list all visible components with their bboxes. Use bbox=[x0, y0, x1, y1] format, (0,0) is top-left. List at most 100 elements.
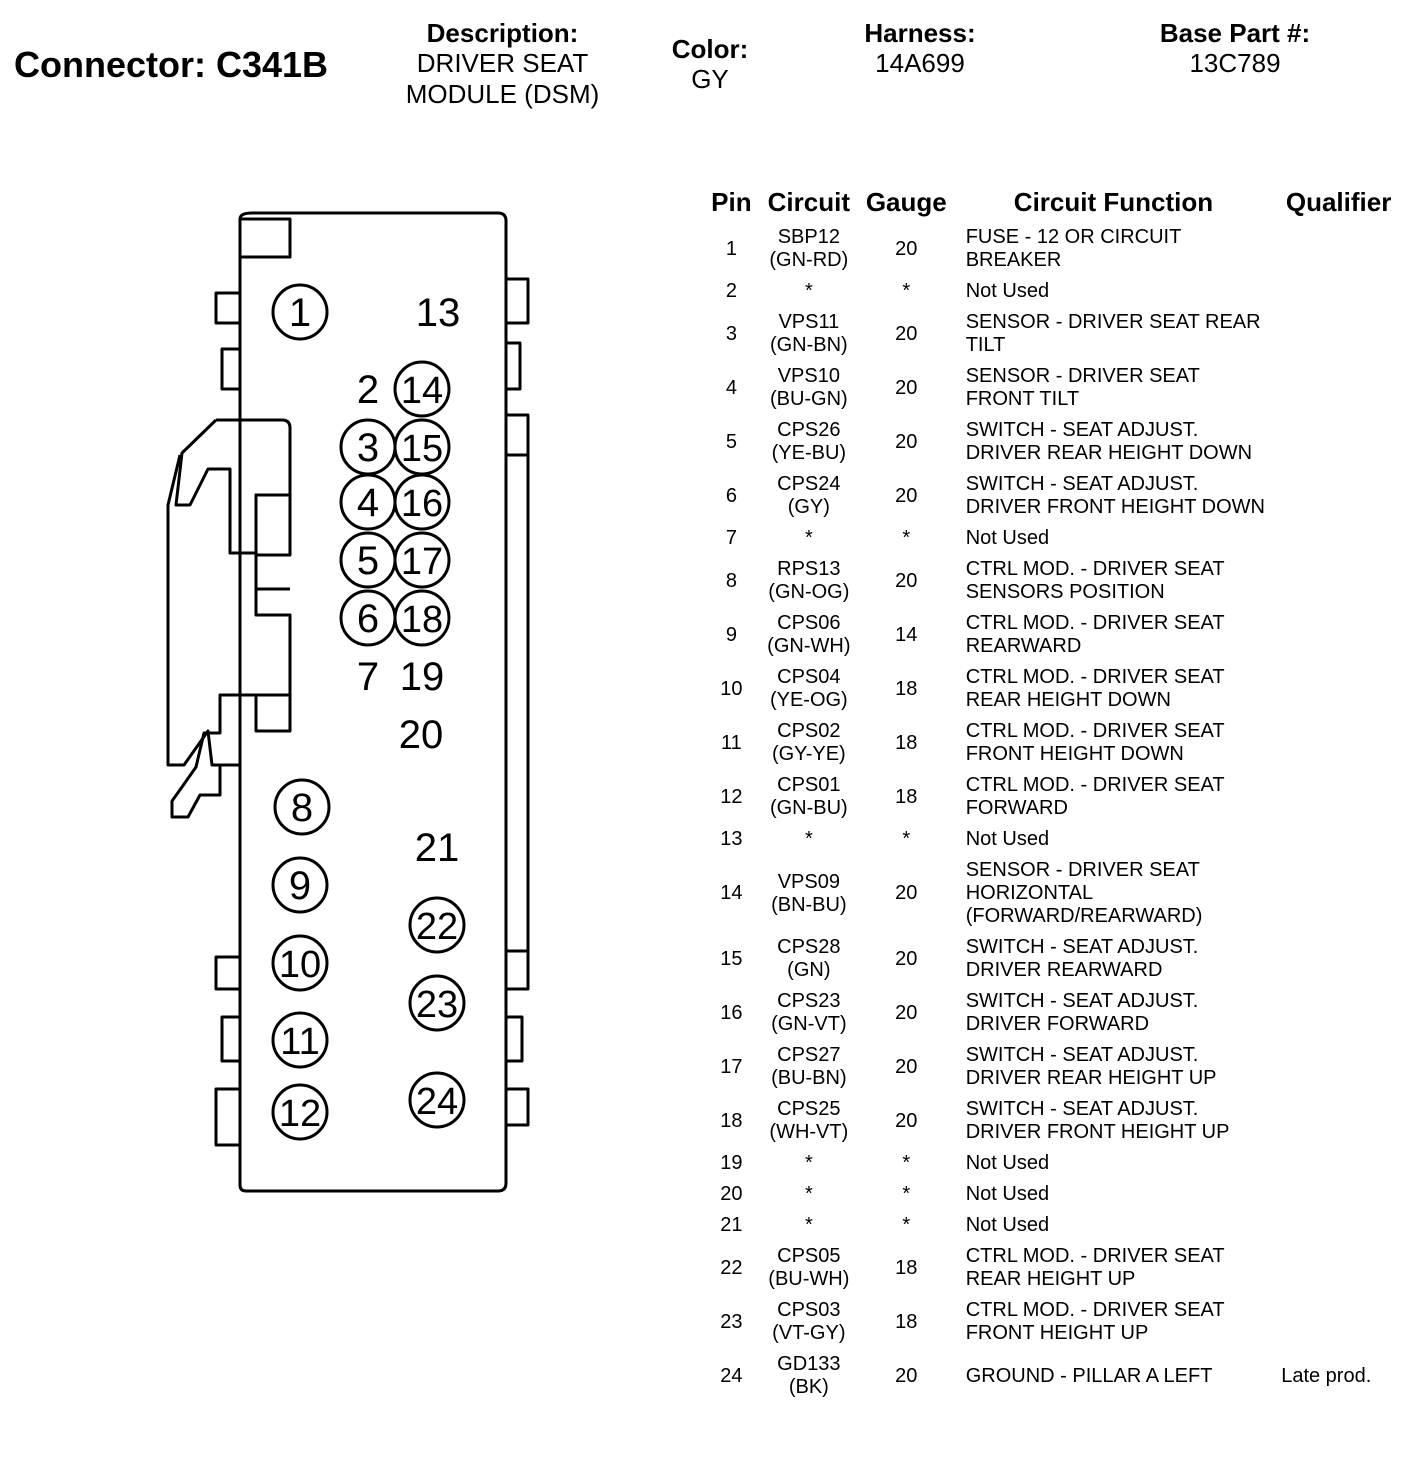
circuit-code: VPS09 bbox=[777, 870, 840, 893]
right-tab-4 bbox=[506, 949, 530, 991]
function-cell: Not Used bbox=[965, 1183, 1050, 1205]
right-tab-6 bbox=[506, 1087, 530, 1127]
pin-label-2: 2 bbox=[357, 368, 379, 412]
circuit-cell: CPS26(YE-BU) bbox=[763, 415, 855, 469]
pin-cell: 13 bbox=[720, 828, 743, 850]
gauge-cell: 20 bbox=[895, 1364, 918, 1387]
left-tab-2 bbox=[220, 347, 240, 391]
pin-cell: 23 bbox=[720, 1310, 743, 1333]
right-tab-2 bbox=[506, 341, 522, 391]
wire-color: (GN-VT) bbox=[771, 1013, 847, 1035]
function-cell: SWITCH - SEAT ADJUST. DRIVER FORWARD bbox=[965, 990, 1199, 1035]
function-cell: FUSE - 12 OR CIRCUIT BREAKER bbox=[965, 226, 1181, 271]
harness-value: 14A699 bbox=[875, 48, 965, 78]
header-function: Circuit Function bbox=[1013, 186, 1214, 217]
circuit-code: * bbox=[804, 1152, 813, 1174]
circuit-code: SBP12 bbox=[777, 226, 840, 248]
qualifier-cell bbox=[1269, 608, 1408, 662]
pin-label-17: 17 bbox=[401, 541, 443, 583]
pin-16-circle bbox=[393, 473, 451, 531]
circuit-code: RPS13 bbox=[777, 558, 841, 580]
function-cell: GROUND - PILLAR A LEFT bbox=[965, 1364, 1213, 1387]
table-row: 2**Not Used bbox=[700, 276, 1408, 307]
left-tab-4 bbox=[220, 1015, 240, 1063]
table-row: 20**Not Used bbox=[700, 1179, 1408, 1210]
qualifier-cell bbox=[1269, 469, 1408, 523]
qualifier-cell bbox=[1269, 932, 1408, 986]
wire-color: (GY) bbox=[787, 496, 830, 518]
wire-color: (BN-BU) bbox=[771, 893, 847, 916]
qualifier-cell bbox=[1269, 662, 1408, 716]
function-cell: SWITCH - SEAT ADJUST. DRIVER REAR HEIGHT… bbox=[965, 419, 1253, 464]
base-part-value: 13C789 bbox=[1189, 48, 1281, 78]
pin-cell: 14 bbox=[720, 882, 743, 904]
connector-title: Connector: C341B bbox=[14, 44, 329, 85]
gauge-cell: 20 bbox=[895, 1109, 918, 1132]
gauge-cell: 20 bbox=[895, 947, 918, 970]
pin-18-circle bbox=[393, 589, 451, 647]
gauge-cell: 18 bbox=[895, 677, 918, 700]
circuit-code: CPS25 bbox=[777, 1098, 841, 1120]
pin-label-24: 24 bbox=[416, 1081, 458, 1123]
gauge-cell: * bbox=[902, 1183, 911, 1205]
qualifier-cell bbox=[1269, 1040, 1408, 1094]
function-cell: CTRL MOD. - DRIVER SEAT FRONT HEIGHT UP bbox=[965, 1299, 1225, 1344]
right-tab-1 bbox=[506, 277, 530, 325]
gauge-cell: 20 bbox=[895, 1055, 918, 1078]
wire-color: (GY-YE) bbox=[771, 743, 846, 765]
pin-11-circle bbox=[271, 1011, 329, 1069]
pin-label-8: 8 bbox=[291, 786, 313, 830]
pin-label-15: 15 bbox=[401, 428, 443, 470]
qualifier-cell bbox=[1269, 307, 1408, 361]
pin-label-5: 5 bbox=[357, 539, 379, 583]
base-part-block: Base Part #: 13C789 bbox=[1120, 18, 1350, 79]
circuit-cell: CPS27(BU-BN) bbox=[763, 1040, 855, 1094]
wire-color: (BU-BN) bbox=[771, 1067, 847, 1089]
pin-24-circle bbox=[408, 1071, 466, 1129]
latch-frame-outer bbox=[240, 418, 292, 697]
circuit-cell: CPS06(GN-WH) bbox=[763, 608, 855, 662]
circuit-cell: VPS09(BN-BU) bbox=[763, 855, 855, 932]
gauge-cell: 20 bbox=[895, 882, 918, 904]
latch-upper-arm bbox=[174, 418, 256, 555]
function-cell: CTRL MOD. - DRIVER SEAT REAR HEIGHT UP bbox=[965, 1245, 1225, 1290]
wire-color: (WH-VT) bbox=[769, 1121, 849, 1143]
gauge-cell: 14 bbox=[895, 623, 918, 646]
circuit-code: * bbox=[804, 1214, 813, 1236]
gauge-cell: 20 bbox=[895, 1001, 918, 1024]
circuit-cell: RPS13(GN-OG) bbox=[763, 554, 855, 608]
circuit-cell: GD133(BK) bbox=[763, 1349, 855, 1403]
color-block: Color: GY bbox=[650, 34, 770, 95]
pin-8-circle bbox=[273, 778, 331, 836]
gauge-cell: 18 bbox=[895, 1256, 918, 1279]
color-value: GY bbox=[691, 64, 729, 94]
description-line-2: MODULE (DSM) bbox=[405, 79, 600, 109]
circuit-cell: VPS11(GN-BN) bbox=[763, 307, 855, 361]
qualifier-cell bbox=[1269, 361, 1408, 415]
circuit-code: CPS02 bbox=[777, 720, 841, 742]
pin-cell: 21 bbox=[720, 1214, 743, 1236]
function-cell: CTRL MOD. - DRIVER SEAT FRONT HEIGHT DOW… bbox=[965, 720, 1225, 765]
latch-arm bbox=[166, 454, 240, 767]
qualifier-cell bbox=[1269, 1210, 1408, 1241]
latch-lower bbox=[170, 693, 240, 819]
table-row: 21**Not Used bbox=[700, 1210, 1408, 1241]
description-block: Description: DRIVER SEAT MODULE (DSM) bbox=[385, 18, 620, 110]
circuit-code: * bbox=[804, 527, 813, 549]
pin-cell: 9 bbox=[725, 623, 737, 646]
right-tab-5 bbox=[506, 1015, 524, 1063]
circuit-code: VPS11 bbox=[778, 311, 840, 333]
function-cell: SENSOR - DRIVER SEAT REAR TILT bbox=[965, 311, 1261, 356]
circuit-cell: * bbox=[763, 824, 855, 855]
pin-cell: 1 bbox=[725, 237, 737, 260]
pin-label-6: 6 bbox=[357, 597, 379, 641]
